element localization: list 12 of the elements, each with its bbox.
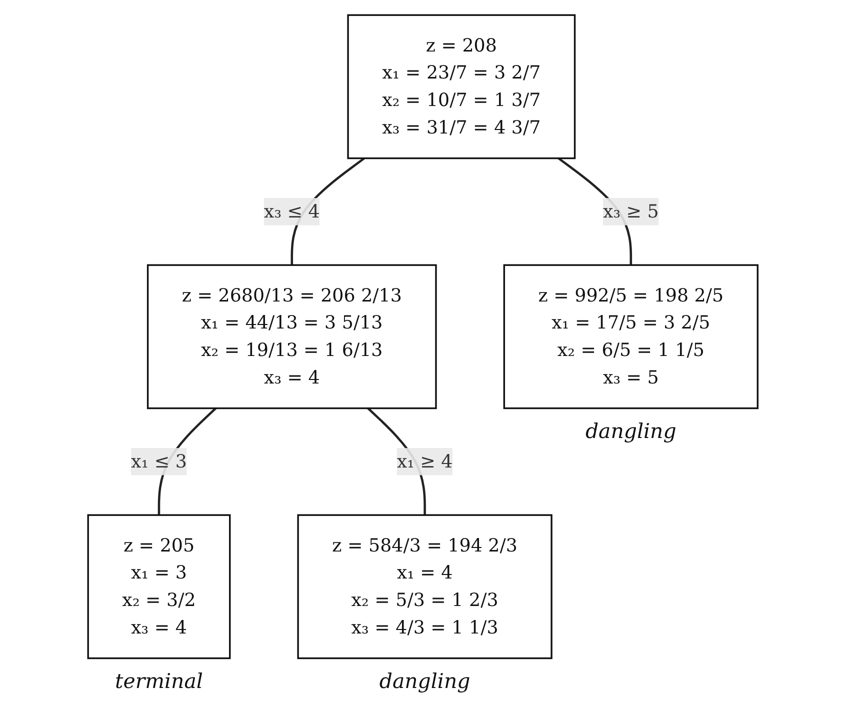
edge-label: x₁ ≥ 4 bbox=[396, 450, 453, 472]
node-box: z = 205 x₁ = 3 x₂ = 3/2 x₃ = 4 bbox=[87, 514, 231, 659]
node-box: z = 992/5 = 198 2/5 x₁ = 17/5 = 3 2/5 x₂ = 6/5 = 1 1/5 x₃ = 5 bbox=[503, 264, 759, 409]
edge-label: x₃ ≤ 4 bbox=[264, 200, 320, 222]
node-note: dangling bbox=[586, 418, 676, 442]
edge-label: x₃ ≥ 5 bbox=[603, 200, 659, 222]
edge-label: x₁ ≤ 3 bbox=[131, 450, 188, 472]
node-box: z = 208 x₁ = 23/7 = 3 2/7 x₂ = 10/7 = 1 3/7 x₃ = 31/7 = 4 3/7 bbox=[347, 14, 576, 159]
node-note: terminal bbox=[115, 668, 204, 692]
node-box: z = 584/3 = 194 2/3 x₁ = 4 x₂ = 5/3 = 1 2/3 x₃ = 4/3 = 1 1/3 bbox=[297, 514, 553, 659]
node-box: z = 2680/13 = 206 2/13 x₁ = 44/13 = 3 5/13 x₂ = 19/13 = 1 6/13 x₃ = 4 bbox=[147, 264, 437, 409]
node-note: dangling bbox=[380, 668, 470, 692]
